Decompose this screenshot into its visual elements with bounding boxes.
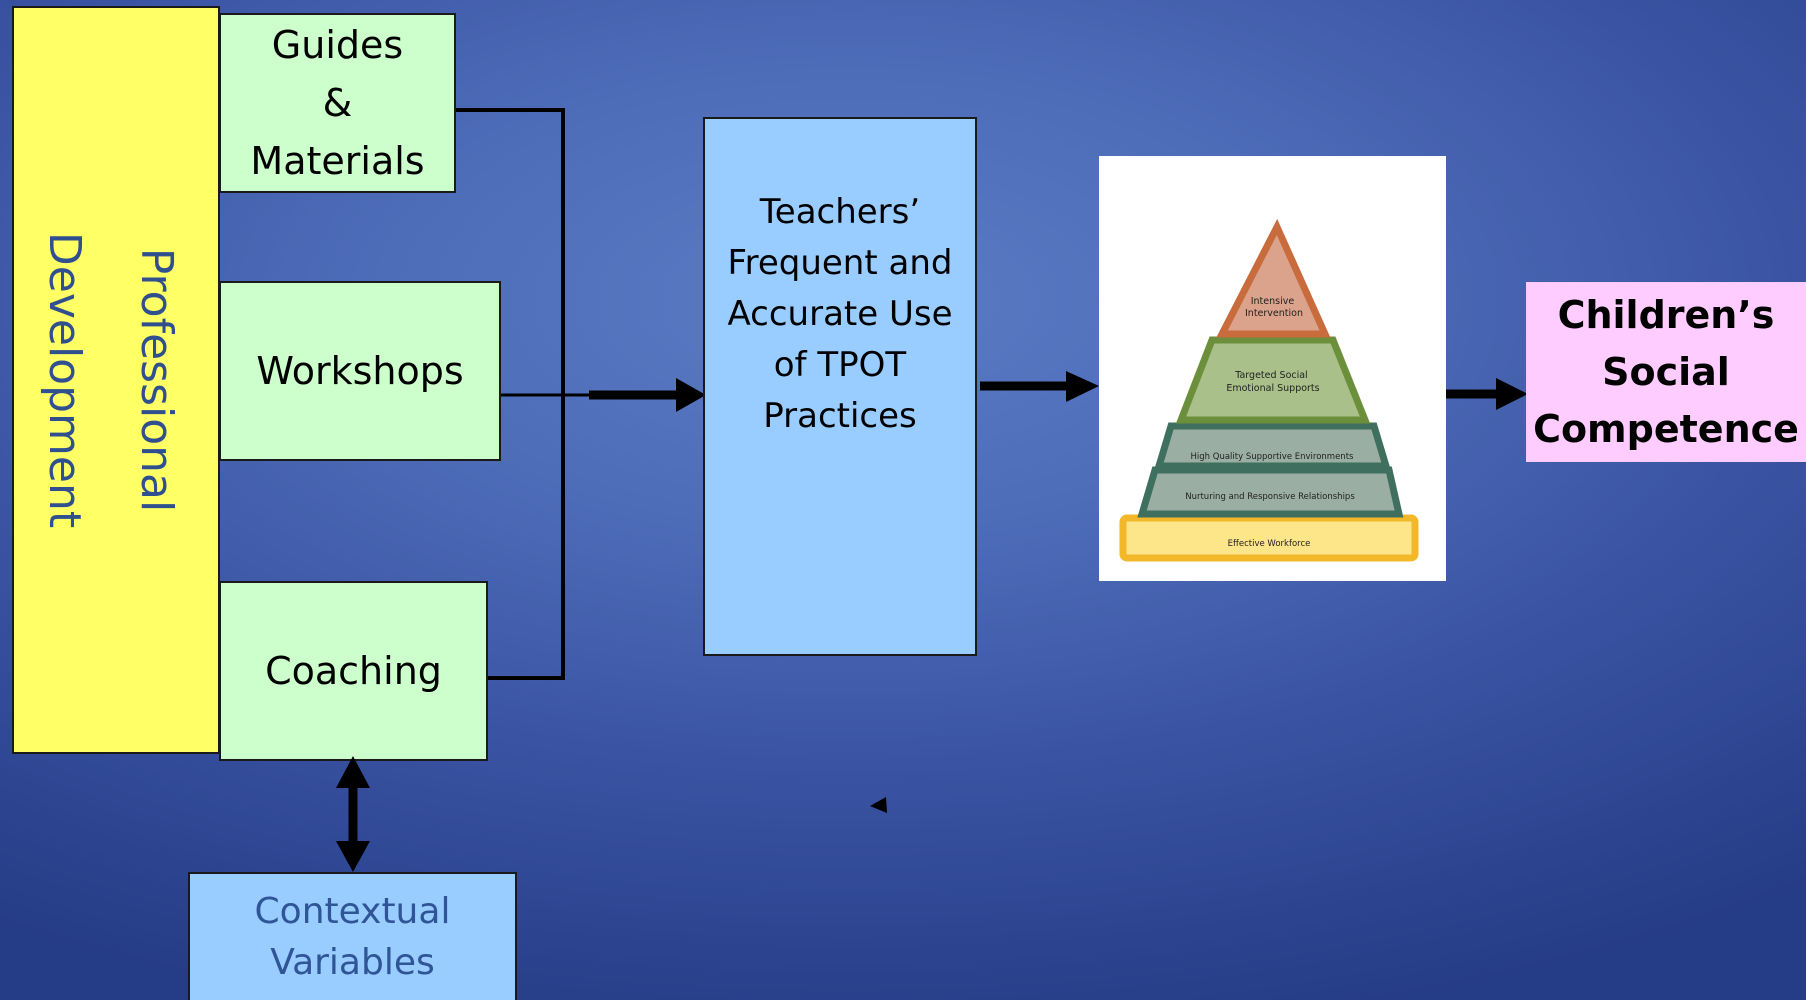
pyramid-label-workforce: Effective Workforce [1228,539,1311,549]
svg-text:Targeted Social Emotiona: Targeted Social Emotional Supports [1226,370,1319,394]
pyramid-level-environments [1154,422,1391,470]
double-arrow-bottom-head [336,841,370,872]
professional-development-box [12,6,220,754]
pyramid-label-intensive-2: Intervention [1245,308,1303,319]
double-arrow-top-head [336,756,370,788]
pyramid-label-relationships: Nurturing and Responsive Relationships [1185,492,1355,502]
pyramid-label-targeted-2: Emotional Supports [1226,383,1319,394]
workshops-box: Workshops [219,281,501,461]
svg-text:Intensive Intervention: Intensive Intervention [1245,296,1303,319]
contextual-variables-box: Contextual Variables [188,872,517,1000]
arrowhead-to-outcome [1496,378,1528,410]
arrowhead-to-teachers [676,378,706,412]
pyramid-model-panel: Intensive Intervention Targeted Social E… [1099,156,1446,581]
pyramid-level-workforce [1119,514,1419,562]
pyramid-label-environments: High Quality Supportive Environments [1191,452,1355,462]
teachers-practice-box: Teachers’ Frequent and Accurate Use of T… [703,117,977,656]
guides-materials-box: Guides & Materials [219,13,456,193]
pyramid-model-graphic: Intensive Intervention Targeted Social E… [1119,218,1419,562]
pyramid-level-targeted [1175,336,1371,424]
childrens-social-competence-box: Children’s Social Competence [1526,282,1806,462]
arrowhead-to-pyramid [1066,371,1099,402]
pyramid-level-relationships [1137,466,1404,518]
pyramid-label-intensive-1: Intensive [1251,296,1295,307]
pyramid-level-intensive [1216,218,1331,338]
pyramid-label-targeted-1: Targeted Social [1234,370,1307,381]
pointer-cursor-icon [870,797,887,813]
